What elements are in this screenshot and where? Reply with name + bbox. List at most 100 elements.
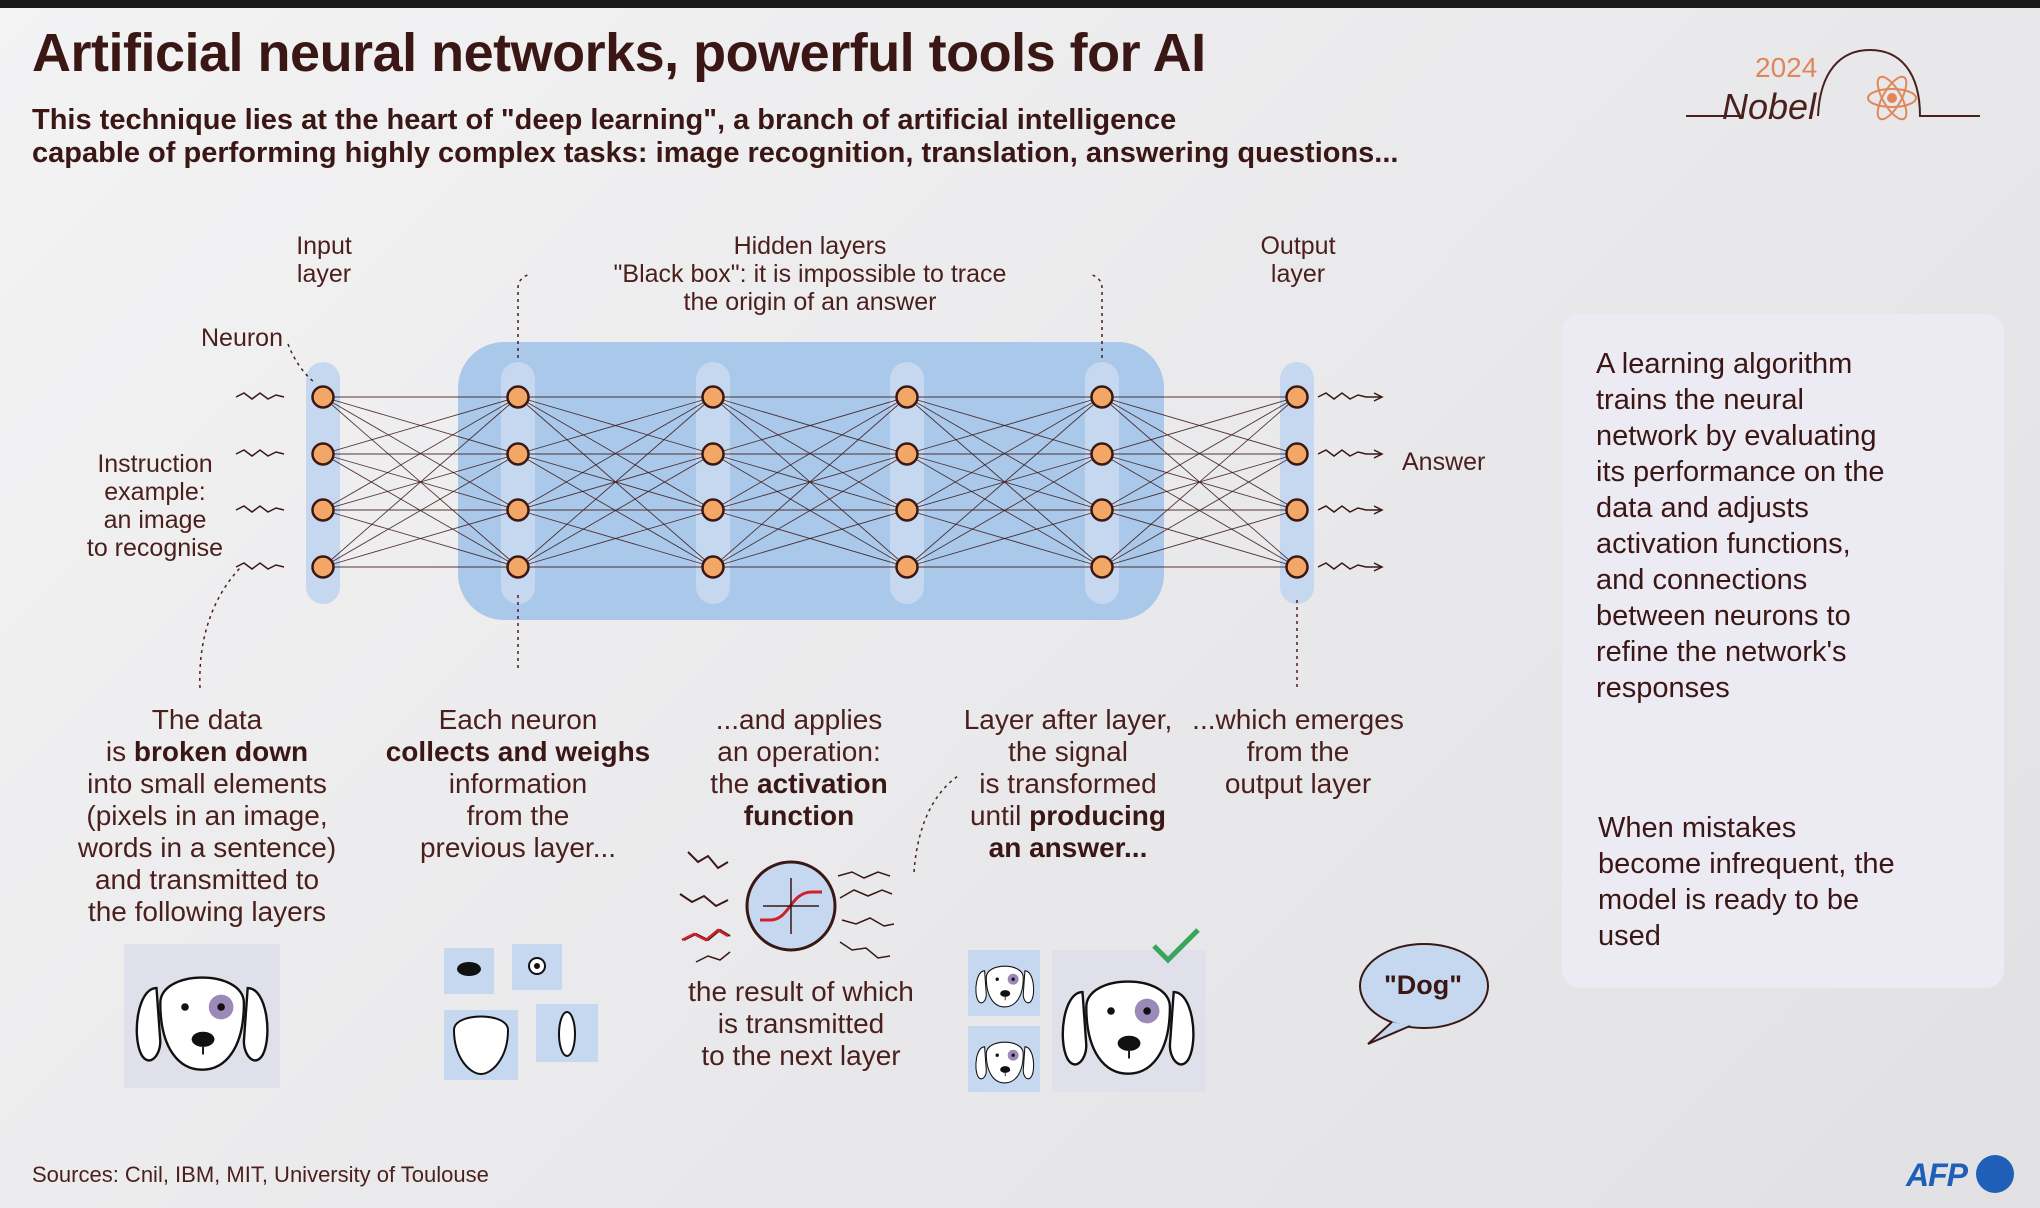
input-signal bbox=[235, 562, 285, 570]
dog-face-icon bbox=[975, 965, 1035, 1008]
step-4-bold: producing an answer... bbox=[988, 800, 1167, 863]
connection-line bbox=[322, 396, 519, 568]
neuron-node bbox=[311, 385, 335, 409]
dog-thumbnails bbox=[968, 928, 1206, 1092]
arrow-icon bbox=[1373, 392, 1384, 402]
page-subtitle: This technique lies at the heart of "dee… bbox=[32, 104, 1532, 170]
connection-line bbox=[1101, 396, 1298, 511]
neuron-node bbox=[895, 385, 919, 409]
connection-line bbox=[517, 509, 714, 568]
activation-function-icon bbox=[745, 860, 837, 952]
dog-face-icon bbox=[1061, 980, 1195, 1075]
connection-line bbox=[712, 396, 908, 568]
neuron-node bbox=[701, 385, 725, 409]
step-collects-weighs: Each neuron collects and weighs informat… bbox=[368, 704, 668, 864]
afp-logo-text: AFP bbox=[1906, 1157, 1968, 1193]
dog-image-input bbox=[124, 944, 280, 1088]
neuron-node bbox=[311, 498, 335, 522]
neuron-node bbox=[701, 498, 725, 522]
step-2-bold: collects and weighs bbox=[385, 736, 651, 767]
step-4-pre: Layer after layer, the signal is transfo… bbox=[963, 704, 1173, 831]
input-layer-label: Input layer bbox=[296, 232, 352, 288]
atom-icon bbox=[1867, 75, 1917, 121]
neuron-node bbox=[1090, 385, 1114, 409]
leader-neuron bbox=[287, 343, 315, 383]
connection-line bbox=[906, 396, 1103, 455]
output-signal bbox=[1317, 392, 1382, 400]
connection-line bbox=[906, 396, 1103, 511]
connection-line bbox=[517, 453, 714, 568]
learning-algorithm-panel: A learning algorithm trains the neural n… bbox=[1562, 314, 2004, 988]
answer-label: Answer bbox=[1402, 448, 1486, 476]
leader-hidden-right bbox=[1089, 273, 1103, 358]
step-2-pre: Each neuron bbox=[438, 704, 598, 735]
output-signal bbox=[1317, 562, 1382, 570]
neuron-node bbox=[895, 555, 919, 579]
connection-line bbox=[1101, 396, 1298, 455]
step-1-post: into small elements (pixels in an image,… bbox=[77, 768, 337, 927]
arrow-icon bbox=[1373, 562, 1384, 572]
layer-bar-2 bbox=[501, 362, 535, 604]
neuron-node bbox=[1285, 555, 1309, 579]
subtitle-line-1: This technique lies at the heart of "dee… bbox=[32, 104, 1177, 136]
connection-line bbox=[712, 396, 908, 455]
input-signal bbox=[235, 392, 285, 400]
leader-hidden-left bbox=[517, 273, 531, 358]
broken-down-pieces bbox=[444, 944, 598, 1080]
hidden-layers-label: Hidden layers "Black box": it is impossi… bbox=[613, 232, 1007, 316]
neuron-node bbox=[895, 442, 919, 466]
input-signal bbox=[235, 449, 285, 457]
layer-bar-5 bbox=[1085, 362, 1119, 604]
neuron-node bbox=[895, 498, 919, 522]
instruction-example-label: Instruction example: an image to recogni… bbox=[86, 450, 224, 562]
neuron-node bbox=[506, 498, 530, 522]
dog-face-icon bbox=[135, 976, 269, 1071]
layer-bar-4 bbox=[890, 362, 924, 604]
step-broken-down: The data is broken down into small eleme… bbox=[60, 704, 354, 928]
leader-input bbox=[199, 567, 241, 689]
page-title: Artificial neural networks, powerful too… bbox=[32, 23, 1206, 83]
afp-logo: AFP bbox=[1906, 1153, 2016, 1197]
output-signal bbox=[1317, 505, 1382, 513]
neuron-node bbox=[506, 385, 530, 409]
connection-line bbox=[1101, 453, 1298, 568]
step-3-bold: activation function bbox=[743, 768, 888, 831]
neuron-node bbox=[506, 555, 530, 579]
step-activation-function: ...and applies an operation: the activat… bbox=[654, 704, 944, 832]
afp-logo-dot bbox=[1976, 1155, 2014, 1193]
neuron-node bbox=[1285, 442, 1309, 466]
panel-paragraph-ready: When mistakes become infrequent, the mod… bbox=[1598, 812, 1895, 952]
layer-bar-6 bbox=[1280, 362, 1314, 604]
connection-line bbox=[517, 396, 714, 568]
arrow-icon bbox=[1373, 449, 1384, 459]
step-1-pre: The data is bbox=[105, 704, 263, 767]
neuron-node bbox=[1090, 555, 1114, 579]
connection-line bbox=[712, 509, 908, 568]
connection-line bbox=[322, 396, 519, 511]
layer-bar-3 bbox=[696, 362, 730, 604]
neuron-node bbox=[311, 442, 335, 466]
connection-line bbox=[1101, 509, 1298, 568]
output-layer-label: Output layer bbox=[1260, 232, 1336, 288]
step-2-post: information from the previous layer... bbox=[419, 768, 617, 863]
neuron-node bbox=[506, 442, 530, 466]
activation-wavy-inputs bbox=[679, 851, 731, 942]
connection-line bbox=[906, 396, 1103, 568]
output-signal bbox=[1317, 449, 1382, 457]
input-signal bbox=[235, 505, 285, 513]
neuron-node bbox=[1090, 442, 1114, 466]
sources-credit: Sources: Cnil, IBM, MIT, University of T… bbox=[32, 1162, 489, 1187]
checkmark-icon bbox=[1152, 928, 1200, 964]
nobel-logo-graphic bbox=[1686, 48, 1980, 121]
connection-line bbox=[906, 453, 1103, 568]
neuron-node bbox=[701, 442, 725, 466]
connection-line bbox=[906, 509, 1103, 568]
neuron-node bbox=[311, 555, 335, 579]
connection-line bbox=[322, 453, 519, 568]
speech-bubble bbox=[1359, 943, 1489, 1045]
subtitle-line-2: capable of performing highly complex tas… bbox=[32, 137, 1399, 169]
step-layer-after-layer: Layer after layer, the signal is transfo… bbox=[930, 704, 1206, 864]
nobel-year: 2024 bbox=[1755, 52, 1818, 83]
arrow-icon bbox=[1373, 505, 1384, 515]
